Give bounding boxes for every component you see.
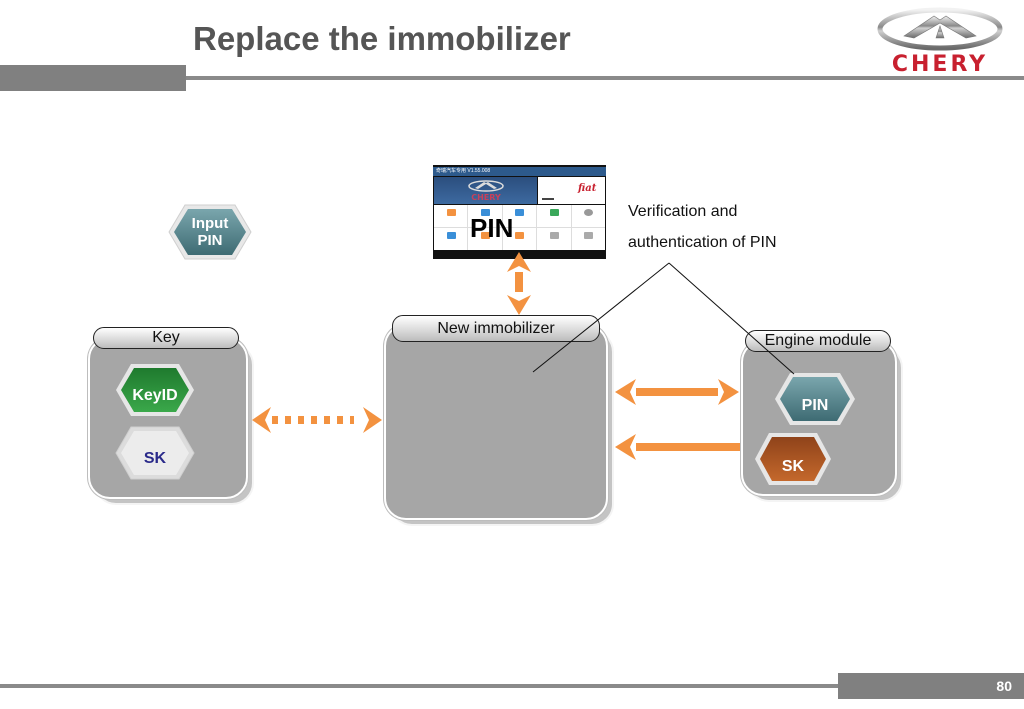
caption-line1: Verification and: [628, 203, 738, 220]
app-tile: [571, 228, 605, 250]
tablet-app-grid: [434, 205, 605, 250]
tablet-chery-emblem-icon: CHERY: [468, 180, 504, 202]
tablet-banner-right: fiat: [538, 177, 605, 204]
app-tile: [502, 205, 537, 227]
tablet-title-bar: 奇瑞汽车专用 V1.55.008: [433, 167, 606, 176]
app-tile: [571, 205, 605, 227]
app-tile: [434, 205, 468, 227]
app-tile: [468, 205, 502, 227]
keyid-node: KeyID: [114, 362, 196, 418]
engine-pin-node: PIN: [773, 371, 857, 427]
tablet-banner-brand: CHERY: [471, 193, 501, 202]
chery-logo: CHERY: [874, 6, 1006, 77]
callout-line-immobilizer: [532, 262, 670, 373]
engine-module-title: Engine module: [745, 330, 891, 352]
key-module-title: Key: [93, 327, 239, 349]
input-pin-label-line1: Input: [191, 214, 229, 232]
tablet-pin-overlay: PIN: [470, 213, 514, 243]
tablet-window-title: 奇瑞汽车专用 V1.55.008: [436, 168, 491, 174]
footer-divider: [0, 684, 840, 688]
engine-sk-node: SK: [753, 431, 833, 487]
slide-title: Replace the immobilizer: [193, 20, 571, 57]
engine-sk-label: SK: [781, 457, 805, 475]
app-tile: [537, 205, 571, 227]
immobilizer-module-title: New immobilizer: [392, 315, 600, 342]
keyid-label: KeyID: [132, 386, 178, 404]
immobilizer-module: New immobilizer: [384, 315, 614, 526]
key-sk-node: SK: [114, 425, 196, 481]
tablet-banner: CHERY: [434, 177, 537, 204]
brand-wordmark: CHERY: [891, 52, 989, 77]
fiat-logo-icon: fiat: [542, 183, 597, 200]
key-immobilizer-dotted-arrow: [252, 407, 382, 433]
input-pin-node: Input PIN: [167, 203, 253, 261]
callout-line-engine-pin: [668, 262, 795, 375]
page-number: 80: [838, 673, 1024, 699]
app-tile: [502, 228, 537, 250]
chery-emblem-icon: [877, 7, 1003, 51]
input-pin-label-line2: PIN: [197, 232, 223, 249]
caption-line2: authentication of PIN: [628, 234, 777, 251]
app-tile: [434, 228, 468, 250]
header-bar-block: [0, 65, 186, 91]
svg-text:fiat: fiat: [577, 183, 597, 194]
app-tile: [537, 228, 571, 250]
diagnostic-tablet: 奇瑞汽车专用 V1.55.008 CHERY fiat: [433, 165, 606, 259]
engine-immobilizer-arrow: [615, 434, 740, 460]
app-tile: [468, 228, 502, 250]
header-divider: [186, 76, 1024, 80]
engine-pin-label: PIN: [801, 396, 829, 414]
key-sk-label: SK: [143, 449, 167, 467]
tablet-immobilizer-arrow: [507, 252, 531, 315]
immobilizer-engine-arrow: [615, 379, 739, 405]
